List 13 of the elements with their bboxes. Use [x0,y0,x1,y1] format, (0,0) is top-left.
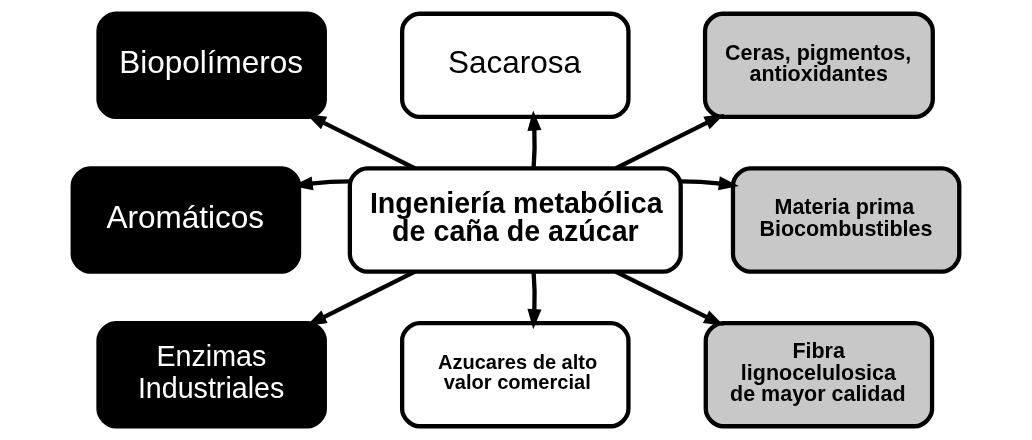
node-box: Materia prima Biocombustibles [730,166,962,274]
node-box: Fibra lignocelulosica de mayor calidad [703,320,935,429]
arrow [527,271,542,330]
node-box: Ingeniería metabólica de caña de azúcar [347,166,683,274]
node-box: Sacarosa [400,11,631,120]
arrow [680,176,739,191]
node-box: Enzimas Industriales [96,320,327,429]
node-box: Biopolímeros [96,11,327,120]
node-box: Ceras, pigmentos, antioxidantes [702,11,935,120]
node-box: Aromáticos [70,166,302,274]
arrow [527,110,542,169]
node-box: Azucares de alto valor comercial [400,320,631,429]
arrow [614,269,725,326]
